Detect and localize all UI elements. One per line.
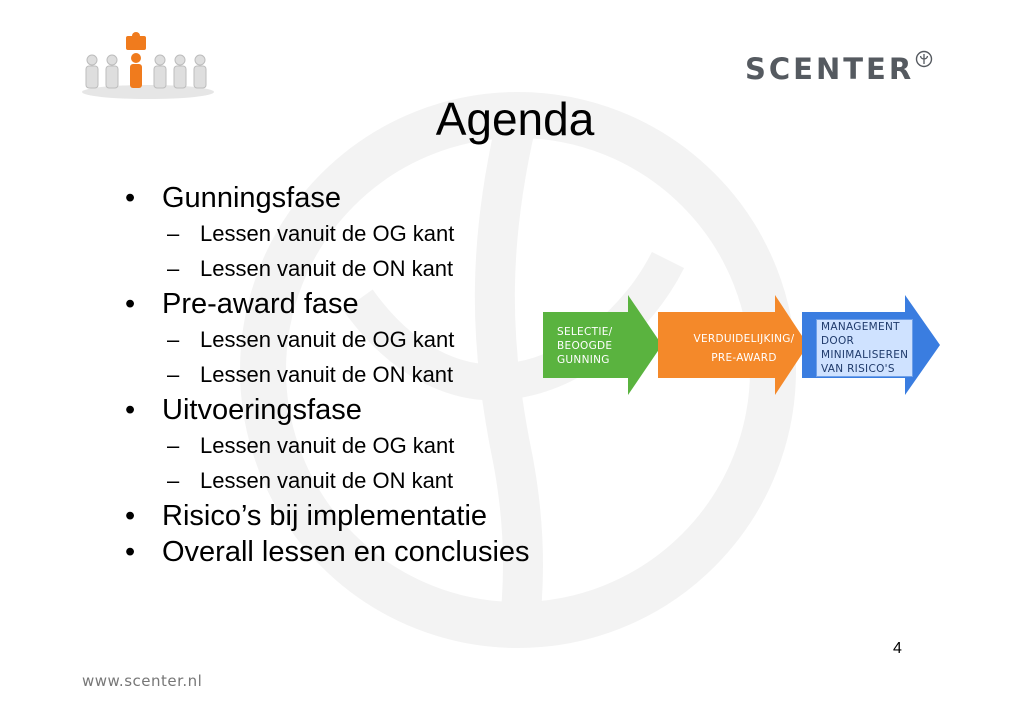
dash: – (167, 256, 180, 281)
agenda-item: • Risico’s bij implementatie (125, 498, 545, 534)
bullet: • (125, 394, 136, 426)
agenda-item: • Uitvoeringsfase (125, 392, 545, 428)
agenda-item-label: Gunningsfase (162, 182, 341, 214)
team-puzzle-logo (82, 32, 214, 99)
agenda-subitem: – Lessen vanuit de OG kant (125, 322, 545, 357)
page-number: 4 (893, 640, 902, 657)
dash: – (167, 327, 180, 352)
agenda-list: • Gunningsfase – Lessen vanuit de OG kan… (125, 180, 545, 570)
agenda-subitem-label: Lessen vanuit de ON kant (200, 362, 454, 387)
step-line: MINIMALISEREN (821, 349, 909, 361)
brand-mark-icon (915, 50, 933, 68)
agenda-subitem-label: Lessen vanuit de ON kant (200, 468, 454, 493)
dash: – (167, 433, 180, 458)
agenda-subitem: – Lessen vanuit de OG kant (125, 428, 545, 463)
bullet: • (125, 536, 136, 568)
agenda-item-label: Risico’s bij implementatie (162, 500, 488, 532)
brand-name: SCENTER (745, 52, 915, 86)
agenda-item-label: Overall lessen en conclusies (162, 536, 530, 568)
step-line: PRE-AWARD (711, 352, 777, 364)
step-line: DOOR (821, 335, 855, 347)
agenda-subitem-label: Lessen vanuit de OG kant (200, 221, 455, 246)
step-arrow-pre-award (658, 295, 808, 395)
footer-url: www.scenter.nl (82, 672, 203, 690)
step-line: BEOOGDE (557, 340, 613, 352)
step-line: MANAGEMENT (821, 321, 900, 333)
bullet: • (125, 182, 136, 214)
bullet: • (125, 500, 136, 532)
step-line: VAN RISICO'S (821, 363, 895, 375)
step-line: VERDUIDELIJKING/ (693, 333, 795, 345)
step-line: GUNNING (557, 354, 610, 366)
process-diagram: SELECTIE/ BEOOGDE GUNNING VERDUIDELIJKIN… (540, 292, 945, 402)
agenda-subitem: – Lessen vanuit de ON kant (125, 463, 545, 498)
step-arrow-selectie (543, 295, 662, 395)
agenda-subitem-label: Lessen vanuit de OG kant (200, 327, 455, 352)
dash: – (167, 221, 180, 246)
agenda-subitem-label: Lessen vanuit de OG kant (200, 433, 455, 458)
agenda-subitem: – Lessen vanuit de OG kant (125, 216, 545, 251)
agenda-item: • Pre-award fase (125, 286, 545, 322)
step-line: SELECTIE/ (557, 326, 613, 338)
dash: – (167, 362, 180, 387)
agenda-subitem: – Lessen vanuit de ON kant (125, 251, 545, 286)
step-label-management: MANAGEMENT DOOR MINIMALISEREN VAN RISICO… (816, 319, 914, 377)
agenda-subitem-label: Lessen vanuit de ON kant (200, 256, 454, 281)
bullet: • (125, 288, 136, 320)
agenda-subitem: – Lessen vanuit de ON kant (125, 357, 545, 392)
agenda-item: • Gunningsfase (125, 180, 545, 216)
step-label-pre-award: VERDUIDELIJKING/ PRE-AWARD (679, 332, 809, 365)
agenda-item: • Overall lessen en conclusies (125, 534, 545, 570)
dash: – (167, 468, 180, 493)
slide-title: Agenda (435, 93, 595, 145)
step-label-selectie: SELECTIE/ BEOOGDE GUNNING (557, 325, 613, 367)
agenda-item-label: Uitvoeringsfase (162, 394, 362, 426)
agenda-item-label: Pre-award fase (162, 288, 359, 320)
